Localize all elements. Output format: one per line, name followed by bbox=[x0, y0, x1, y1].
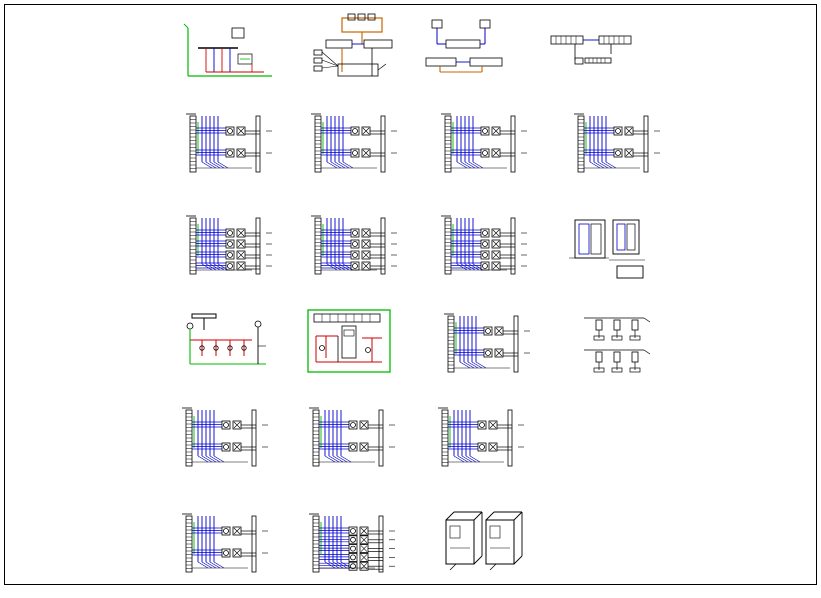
schematic-drawing bbox=[309, 513, 395, 573]
schematic-ladder-2 bbox=[178, 402, 293, 492]
schematic-ladder-2 bbox=[182, 108, 297, 198]
schematic-drawing bbox=[584, 317, 651, 373]
schematic-drawing bbox=[313, 13, 393, 77]
schematic-drawing bbox=[445, 511, 523, 571]
schematic-ladder-2 bbox=[570, 108, 685, 198]
schematic-ladder-4 bbox=[307, 210, 422, 300]
schematic-blue-interconnect bbox=[420, 14, 535, 104]
schematic-drawing bbox=[183, 23, 272, 77]
schematic-drawing bbox=[569, 219, 645, 279]
schematic-drawing bbox=[441, 113, 527, 173]
schematic-drawing bbox=[438, 407, 524, 467]
schematic-ladder-2 bbox=[305, 402, 420, 492]
schematic-overview-red-poles bbox=[182, 308, 297, 398]
schematic-rack-connection bbox=[545, 14, 660, 104]
schematic-ladder-5 bbox=[305, 508, 420, 598]
schematic-detail-sketch bbox=[578, 308, 693, 398]
schematic-ladder-2 bbox=[178, 508, 293, 598]
schematic-cabinet-3d bbox=[440, 508, 555, 598]
drawing-border bbox=[4, 4, 817, 585]
schematic-orange-interconnect bbox=[312, 13, 427, 104]
schematic-ladder-2 bbox=[440, 308, 555, 398]
schematic-ladder-2 bbox=[434, 402, 549, 492]
schematic-drawing bbox=[425, 19, 503, 73]
schematic-drawing bbox=[550, 35, 632, 65]
schematic-drawing bbox=[186, 113, 272, 173]
schematic-panel-elevation bbox=[565, 210, 680, 300]
schematic-ladder-4 bbox=[437, 210, 552, 300]
schematic-drawing bbox=[309, 407, 395, 467]
schematic-ladder-2 bbox=[437, 108, 552, 198]
schematic-drawing bbox=[182, 513, 268, 573]
schematic-drawing bbox=[182, 407, 268, 467]
schematic-drawing bbox=[441, 215, 527, 275]
schematic-drawing bbox=[186, 313, 266, 365]
schematic-drawing bbox=[311, 215, 397, 275]
schematic-ladder-2 bbox=[307, 108, 422, 198]
schematic-drawing bbox=[307, 309, 391, 373]
schematic-drawing bbox=[186, 215, 272, 275]
schematic-drawing bbox=[311, 113, 397, 173]
schematic-ladder-4 bbox=[182, 210, 297, 300]
schematic-overview-green-red bbox=[180, 14, 295, 104]
schematic-drawing bbox=[444, 313, 530, 373]
schematic-green-panel bbox=[302, 308, 417, 398]
schematic-drawing bbox=[574, 113, 660, 173]
